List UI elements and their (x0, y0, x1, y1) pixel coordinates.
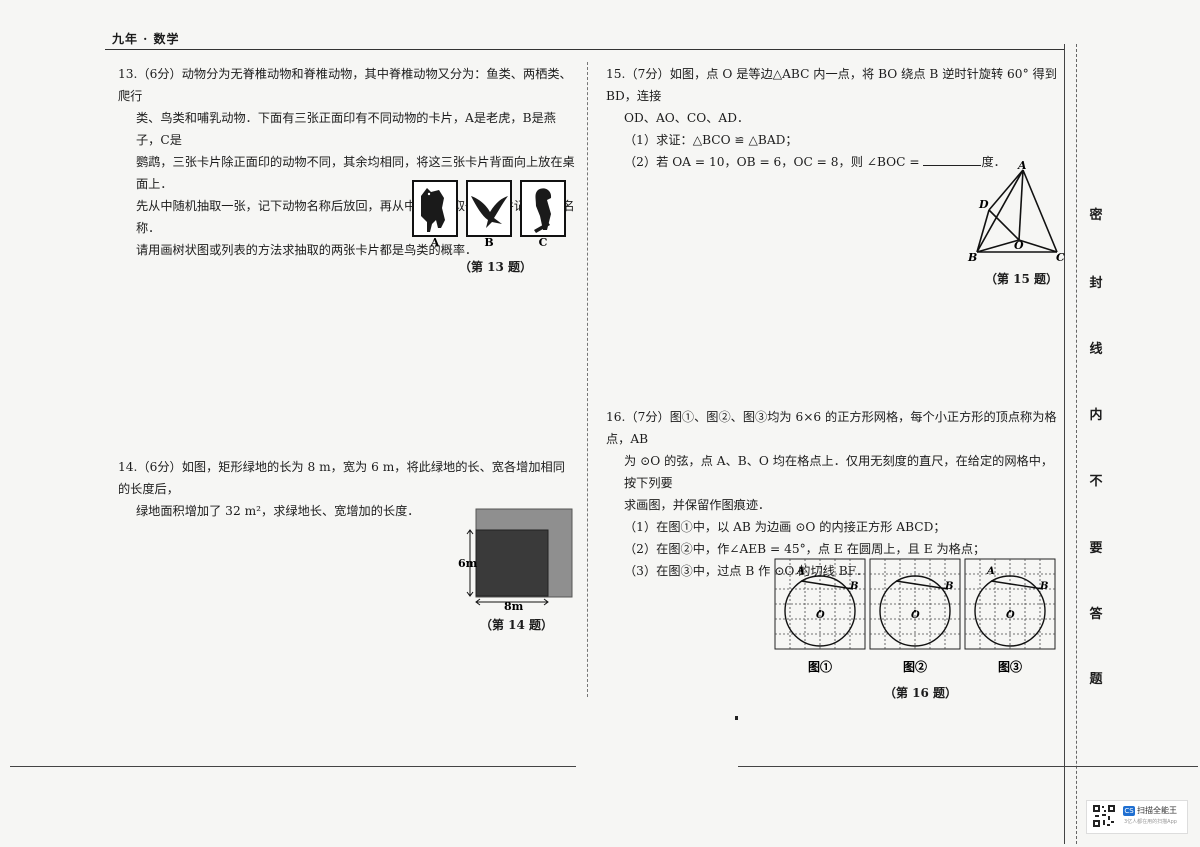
seal-char-2: 封 (1089, 276, 1103, 291)
segment-bo (976, 239, 1020, 253)
scan-speck (735, 716, 738, 720)
q16-line-3: 求画图，并保留作图痕迹． (624, 498, 771, 512)
fig3-point-o: O (1006, 610, 1015, 621)
q15-triangle-figure: A B C D O (967, 160, 1065, 264)
question-13: 13.（6分）动物分为无脊椎动物和脊椎动物，其中脊椎动物又分为：鱼类、两栖类、爬… (118, 63, 576, 261)
length-arrows (475, 598, 549, 606)
q15-part-2-unit: 度． (981, 155, 1006, 169)
segment-ad (988, 169, 1024, 211)
footer-rule-right (738, 766, 1198, 767)
q15-line-1: 15.（7分）如图，点 O 是等边△ABC 内一点，将 BO 绕点 B 逆时针旋… (606, 67, 1057, 103)
binding-dashed-line (1076, 44, 1077, 844)
q15-line-2: OD、AO、CO、AD． (624, 111, 750, 125)
point-b-label: B (967, 251, 977, 264)
point-a-label: A (1017, 160, 1027, 172)
grid-figure-1 (774, 558, 866, 650)
segment-od (988, 209, 1020, 241)
q15-caption: （第 15 题） (985, 272, 1059, 286)
seal-char-6: 要 (1089, 541, 1103, 556)
question-16: 16.（7分）图①、图②、图③均为 6×6 的正方形网格，每个小正方形的顶点称为… (606, 406, 1064, 582)
card-a-label: A (430, 236, 440, 248)
q13-line-2: 类、鸟类和哺乳动物．下面有三张正面印有不同动物的卡片，A是老虎，B是燕子，C是 (136, 111, 556, 147)
width-arrows (466, 529, 474, 597)
grid-figure-2 (869, 558, 961, 650)
card-c-label: C (539, 236, 548, 248)
q16-line-1: 16.（7分）图①、图②、图③均为 6×6 的正方形网格，每个小正方形的顶点称为… (606, 410, 1057, 446)
seal-char-3: 线 (1089, 342, 1103, 357)
seal-char-5: 不 (1089, 474, 1103, 489)
point-o-label: O (1014, 239, 1024, 252)
swallow-icon (471, 196, 508, 228)
parrot-icon (534, 188, 552, 233)
q14-caption: （第 14 题） (480, 618, 554, 632)
q13-line-5: 请用画树状图或列表的方法求抽取的两张卡片都是鸟类的概率． (136, 243, 478, 257)
fig1-point-b: B (849, 581, 858, 592)
q13-animal-cards: A B C (412, 180, 566, 248)
q13-line-3: 鹦鹉，三张卡片除正面印的动物不同，其余均相同，将这三张卡片背面向上放在桌面上． (136, 155, 575, 191)
q15-part-2: （2）若 OA = 10，OB = 6，OC = 8，则 ∠BOC = 度． (606, 151, 1064, 173)
scanner-app-tagline: 3亿人都在用的扫描App (1124, 819, 1177, 825)
card-b-label: B (484, 236, 493, 248)
q16-part-2: （2）在图②中，作∠AEB = 45°，点 E 在圆周上，且 E 为格点； (624, 542, 986, 556)
q16-part-1: （1）在图①中，以 AB 为边画 ⊙O 的内接正方形 ABCD； (624, 520, 946, 534)
question-15: 15.（7分）如图，点 O 是等边△ABC 内一点，将 BO 绕点 B 逆时针旋… (606, 63, 1064, 173)
segment-co (1018, 239, 1058, 253)
q16-grid-figures: A B O B O A B O 图① 图② 图③ (774, 558, 1056, 674)
q16-line-2: 为 ⊙O 的弦，点 A、B、O 均在格点上．仅用无刻度的直尺，在给定的网格中，按… (624, 454, 1054, 490)
qr-code-icon (1092, 804, 1116, 828)
q15-part-1: （1）求证：△BCO ≌ △BAD； (624, 133, 798, 147)
fig2-point-o: O (911, 610, 920, 621)
side-ac (1022, 169, 1058, 253)
footer-rule-left (10, 766, 576, 767)
page-header-title: 九年 · 数学 (112, 32, 180, 46)
width-label: 6m (458, 557, 478, 570)
scanner-app-name: 扫描全能王 (1137, 806, 1177, 815)
q13-caption: （第 13 题） (459, 260, 533, 274)
q16-caption: （第 16 题） (884, 686, 958, 700)
original-lawn (475, 529, 549, 597)
fig1-point-o: O (816, 610, 825, 621)
seal-char-8: 题 (1089, 672, 1103, 687)
answer-blank[interactable] (923, 153, 982, 166)
header-rule (105, 49, 1065, 50)
seal-char-7: 答 (1089, 607, 1103, 622)
point-c-label: C (1056, 251, 1065, 264)
segment-bd (976, 209, 990, 253)
q14-line-2: 绿地面积增加了 32 m²，求绿地长、宽增加的长度． (136, 504, 420, 518)
q14-rectangle-figure: 6m 8m (458, 508, 573, 613)
side-ab (976, 169, 1024, 253)
column-divider (587, 62, 588, 697)
q13-line-1: 13.（6分）动物分为无脊椎动物和脊椎动物，其中脊椎动物又分为：鱼类、两栖类、爬… (118, 67, 572, 103)
grid-figure-3 (964, 558, 1056, 650)
scanner-logo-icon: CS (1123, 806, 1135, 816)
question-14: 14.（6分）如图，矩形绿地的长为 8 m，宽为 6 m，将此绿地的长、宽各增加… (118, 456, 576, 522)
card-b (466, 180, 512, 237)
q15-part-2-text: （2）若 OA = 10，OB = 6，OC = 8，则 ∠BOC = (624, 155, 920, 169)
q16-part-3: （3）在图③中，过点 B 作 ⊙O 的切线 BF． (624, 564, 869, 578)
card-a (412, 180, 458, 237)
length-label: 8m (504, 600, 524, 613)
fig3-label: 图③ (998, 659, 1022, 674)
seal-char-1: 密 (1089, 208, 1103, 223)
q13-line-4: 先从中随机抽取一张，记下动物名称后放回，再从中随机抽取一张，并记下动物名称． (136, 199, 575, 235)
point-d-label: D (978, 198, 989, 211)
fig3-point-a: A (986, 566, 995, 577)
fig2-point-b: B (944, 581, 953, 592)
q14-line-1: 14.（6分）如图，矩形绿地的长为 8 m，宽为 6 m，将此绿地的长、宽各增加… (118, 460, 565, 496)
seal-char-4: 内 (1089, 408, 1103, 423)
fig1-point-a: A (796, 566, 805, 577)
card-c (520, 180, 566, 237)
fig2-label: 图② (903, 659, 927, 674)
binding-frame-line (1064, 44, 1065, 844)
tiger-icon (421, 188, 445, 232)
segment-ao (1018, 169, 1024, 241)
fig3-point-b: B (1039, 581, 1048, 592)
fig1-label: 图① (808, 659, 832, 674)
